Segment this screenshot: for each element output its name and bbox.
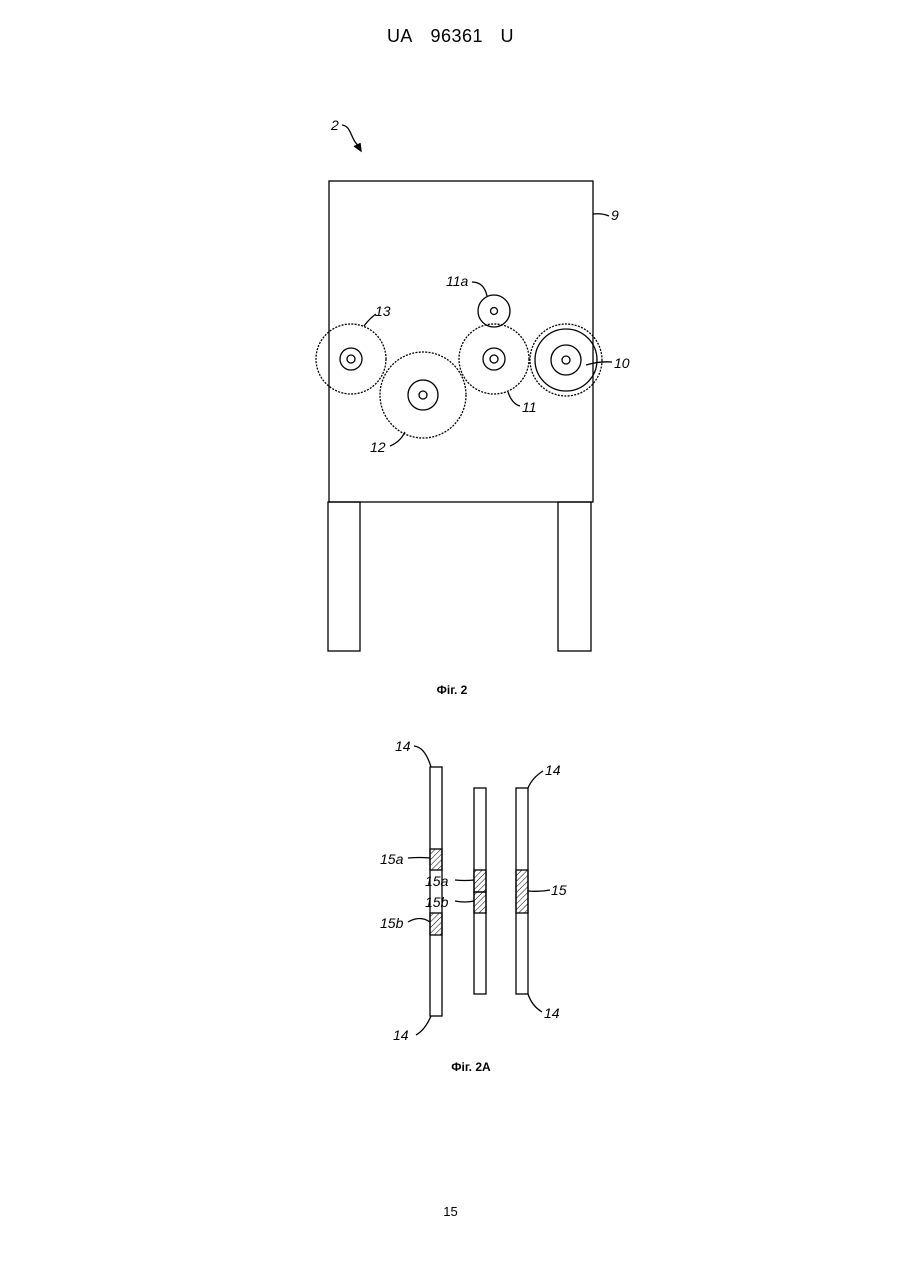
- roller-13: [316, 324, 386, 394]
- leg-left: [328, 502, 360, 651]
- label-strip-14-bottom-right: 14: [544, 1005, 560, 1021]
- label-roller-11: 11: [522, 399, 537, 415]
- label-roller-13: 13: [375, 303, 391, 319]
- strip-left: [430, 767, 442, 1016]
- roller-11: [459, 324, 529, 394]
- figure-2-caption: Фіг. 2: [437, 683, 468, 697]
- joint-15: [516, 870, 528, 913]
- figure-2a: 14 15a 15b 14 15a 15b 14 15 14: [380, 738, 567, 1043]
- housing-9: [329, 181, 593, 502]
- label-apparatus-2: 2: [330, 117, 339, 133]
- joint-15a-middle: [474, 870, 486, 892]
- joint-15b-left: [430, 913, 442, 935]
- leader-2: [342, 125, 360, 147]
- figure-2a-caption: Фіг. 2А: [451, 1060, 491, 1074]
- label-15b-left: 15b: [380, 915, 404, 931]
- roller-10: [530, 324, 602, 396]
- leader-9: [593, 214, 609, 216]
- roller-12: [380, 352, 466, 438]
- figure-2: 2 9 13 12 11a: [316, 117, 630, 651]
- label-strip-14-top-left: 14: [395, 738, 411, 754]
- label-roller-12: 12: [370, 439, 386, 455]
- page-number: 15: [0, 1204, 901, 1219]
- leader-12: [390, 432, 405, 446]
- label-strip-14-bottom-left: 14: [393, 1027, 409, 1043]
- leg-right: [558, 502, 591, 651]
- label-roller-10: 10: [614, 355, 630, 371]
- label-housing-9: 9: [611, 207, 619, 223]
- leader-11: [508, 392, 520, 406]
- leader-10: [586, 362, 612, 365]
- joint-15b-middle: [474, 892, 486, 913]
- label-15a-left: 15a: [380, 851, 404, 867]
- label-roller-11a: 11a: [446, 273, 469, 289]
- label-15a-middle: 15a: [425, 873, 449, 889]
- leader-11a: [472, 282, 487, 296]
- joint-15a-left: [430, 849, 442, 870]
- label-strip-14-top-right: 14: [545, 762, 561, 778]
- label-15b-middle: 15b: [425, 894, 449, 910]
- label-15: 15: [551, 882, 567, 898]
- roller-11a: [478, 295, 510, 327]
